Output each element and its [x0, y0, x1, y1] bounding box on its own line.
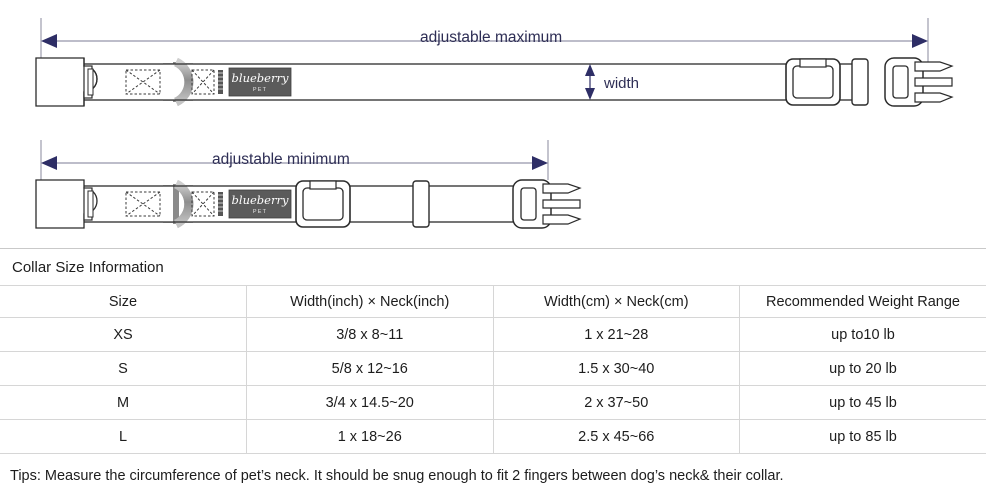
table-header-row: Size Width(inch) × Neck(inch) Width(cm) …: [0, 286, 986, 318]
label-width: width: [604, 75, 639, 92]
brand-sub-text: PET: [253, 87, 267, 93]
label-adjustable-minimum: adjustable minimum: [212, 151, 350, 169]
table-row: L 1 x 18~26 2.5 x 45~66 up to 85 lb: [0, 420, 986, 454]
cell-cm: 2 x 37~50: [493, 386, 740, 420]
cell-cm: 1 x 21~28: [493, 318, 740, 352]
collar-diagram: blueberry PET: [0, 0, 986, 248]
header-inch: Width(inch) × Neck(inch): [247, 286, 494, 318]
collar-size-table-wrap: Collar Size Information Size Width(inch)…: [0, 248, 986, 476]
cell-inch: 3/8 x 8~11: [247, 318, 494, 352]
brand-name-text: blueberry: [232, 71, 289, 85]
cell-weight: up to 85 lb: [740, 420, 986, 454]
cell-size: XS: [0, 318, 247, 352]
header-cm: Width(cm) × Neck(cm): [493, 286, 740, 318]
table-row: XS 3/8 x 8~11 1 x 21~28 up to10 lb: [0, 318, 986, 352]
brand-name-text-min: blueberry: [232, 193, 289, 207]
header-size: Size: [0, 286, 247, 318]
brand-tag-min: blueberry PET: [229, 190, 291, 218]
buckle-male: [885, 58, 952, 106]
cell-weight: up to 20 lb: [740, 352, 986, 386]
label-adjustable-maximum: adjustable maximum: [420, 29, 562, 47]
collar-size-table: Collar Size Information Size Width(inch)…: [0, 249, 986, 498]
cell-weight: up to 45 lb: [740, 386, 986, 420]
brand-sub-text-min: PET: [253, 209, 267, 215]
cell-size: L: [0, 420, 247, 454]
cell-size: M: [0, 386, 247, 420]
table-row: S 5/8 x 12~16 1.5 x 30~40 up to 20 lb: [0, 352, 986, 386]
buckle-male-min: [513, 180, 580, 228]
cell-cm: 2.5 x 45~66: [493, 420, 740, 454]
cell-inch: 3/4 x 14.5~20: [247, 386, 494, 420]
cell-cm: 1.5 x 30~40: [493, 352, 740, 386]
table-title-row: Collar Size Information: [0, 249, 986, 286]
size-chart-page: blueberry PET: [0, 0, 986, 476]
table-row: M 3/4 x 14.5~20 2 x 37~50 up to 45 lb: [0, 386, 986, 420]
brand-tag: blueberry PET: [229, 68, 291, 96]
cell-inch: 5/8 x 12~16: [247, 352, 494, 386]
cell-weight: up to10 lb: [740, 318, 986, 352]
cell-size: S: [0, 352, 247, 386]
header-weight: Recommended Weight Range: [740, 286, 986, 318]
table-title: Collar Size Information: [0, 249, 986, 286]
cell-inch: 1 x 18~26: [247, 420, 494, 454]
